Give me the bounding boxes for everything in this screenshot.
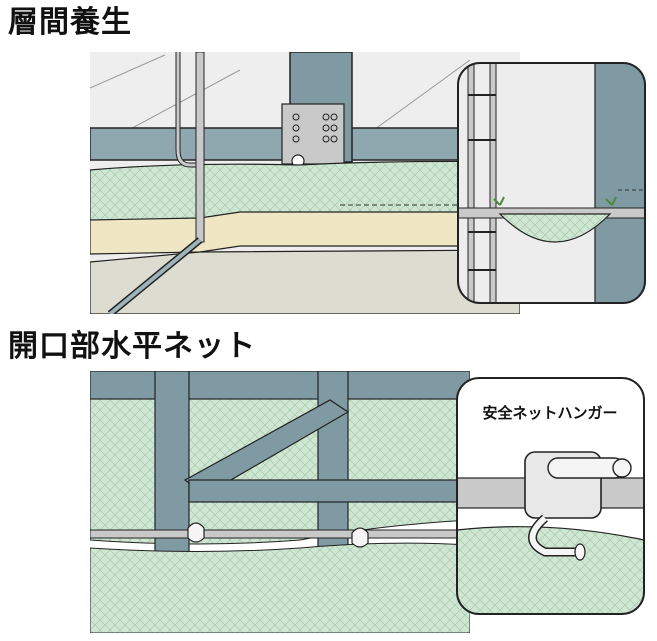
section-title-opening-net: 開口部水平ネット: [8, 329, 256, 364]
callout-hanger-label: 安全ネットハンガー: [482, 404, 617, 422]
inset-hanger-detail: 安全ネットハンガー: [456, 377, 645, 615]
opening-net-illustration: [90, 371, 470, 633]
safety-net-hanger-icon: [524, 451, 632, 561]
inset-net-detail-1: [457, 62, 646, 304]
section-title-layer-protection: 層間養生: [8, 5, 132, 40]
layer-protection-illustration: [90, 52, 520, 314]
